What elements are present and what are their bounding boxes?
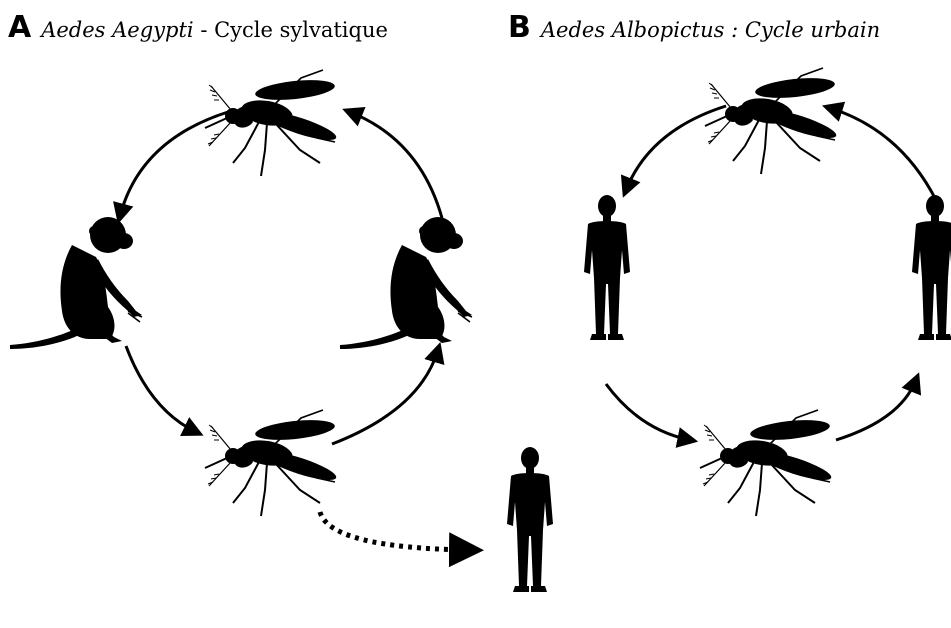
- monkey-icon: [340, 217, 472, 349]
- cycle-a-arc-top-left: [120, 112, 228, 216]
- cycle-b-arc-top-left: [626, 106, 726, 190]
- human-icon: [507, 447, 553, 592]
- cycle-b-arc-bottom-right: [836, 380, 916, 440]
- mosquito-icon: [205, 410, 339, 516]
- human-icon: [912, 195, 951, 340]
- cycle-a-arc-left-bottom: [126, 346, 196, 432]
- spillover-arrow: [320, 512, 470, 550]
- cycle-b: [584, 68, 951, 516]
- mosquito-icon: [705, 68, 839, 174]
- human-icon: [584, 195, 630, 340]
- cycle-b-arc-left-bottom: [606, 384, 690, 440]
- cycle-a-arc-right-top: [350, 112, 442, 218]
- monkey-icon: [10, 217, 142, 349]
- mosquito-icon: [700, 410, 834, 516]
- cycle-a-arc-bottom-right: [332, 350, 438, 444]
- mosquito-icon: [205, 70, 339, 176]
- cycle-b-arc-right-top: [830, 108, 936, 200]
- cycle-a: [10, 70, 553, 592]
